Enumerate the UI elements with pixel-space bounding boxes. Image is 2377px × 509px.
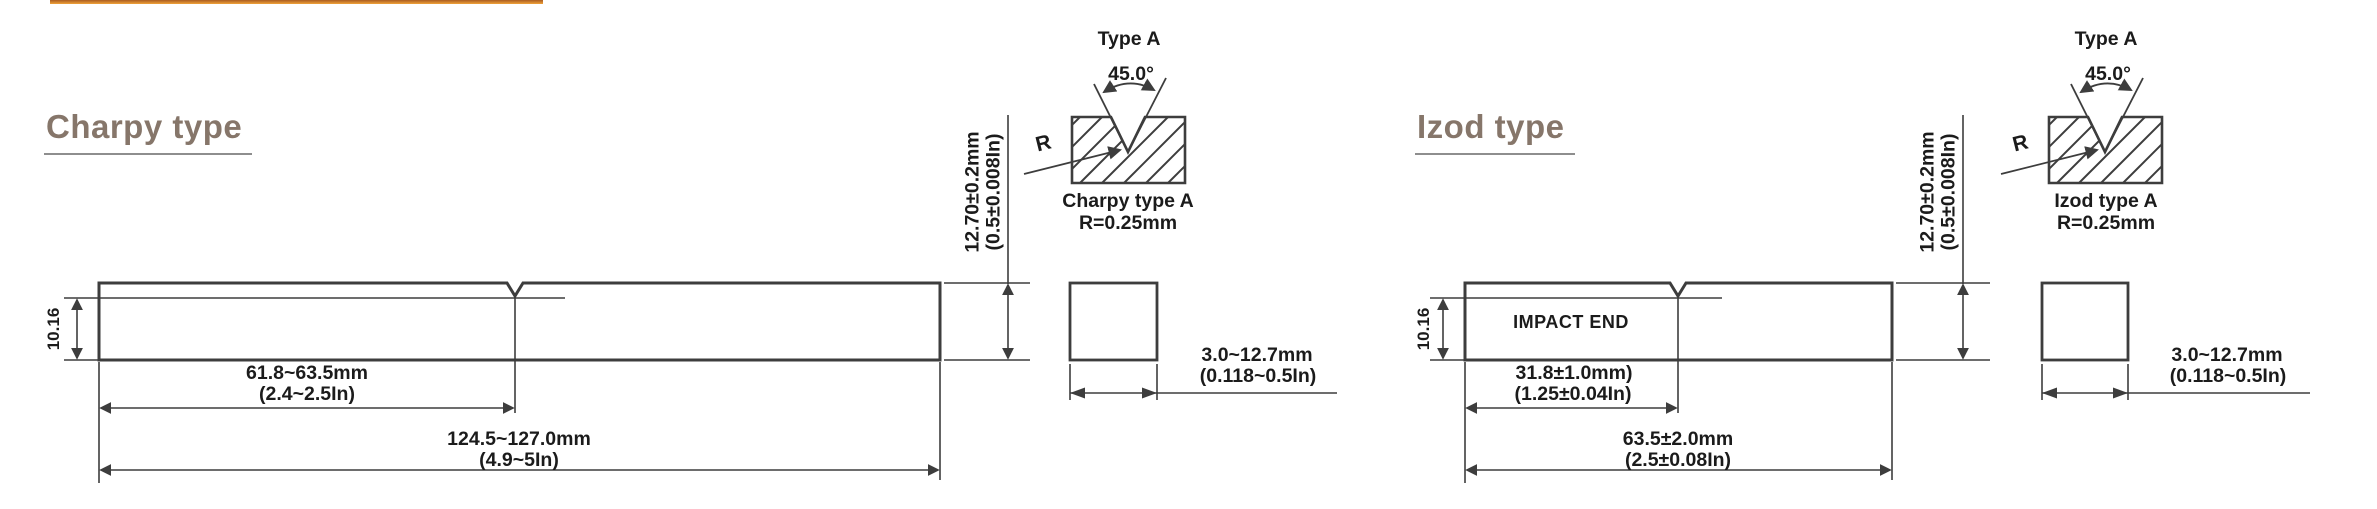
charpy-height-mm: 12.70±0.2mm [961, 131, 984, 253]
accent-top-rule [50, 0, 543, 4]
charpy-depth-label: 10.16 [43, 307, 63, 351]
izod-length-mm: 63.5±2.0mm [1622, 428, 1734, 450]
izod-cross-section-outline [2040, 281, 2130, 362]
charpy-cs-width-mm: 3.0~12.7mm [1201, 344, 1313, 366]
charpy-notch-type-title: Type A [1097, 28, 1161, 50]
izod-height-in: (0.5±0.008In) [1937, 133, 1959, 251]
izod-cs-arrow-right [2113, 387, 2128, 399]
izod-notch-type-title: Type A [2074, 28, 2138, 50]
charpy-notch-dist-mm: 61.8~63.5mm [246, 362, 368, 384]
izod-notch-dist-mm: 31.8±1.0mm) [1515, 362, 1633, 384]
izod-cs-width-in: (0.118~0.5In) [2169, 365, 2287, 387]
charpy-notch-caption2: R=0.25mm [1078, 212, 1178, 234]
charpy-radius-leader [1023, 146, 1122, 175]
charpy-notch-angle: 45.0° [1108, 63, 1154, 85]
izod-impact-end-label: IMPACT END [1513, 312, 1629, 332]
charpy-notch-caption1: Charpy type A [1062, 190, 1194, 212]
izod-notch-dist-in: (1.25±0.04In) [1514, 383, 1632, 405]
izod-angle-arc [2079, 78, 2133, 94]
izod-radius-leader [2000, 146, 2099, 175]
izod-notch-angle: 45.0° [2085, 63, 2131, 85]
izod-length-in: (2.5±0.08In) [1624, 449, 1732, 471]
izod-notch-caption1: Izod type A [2054, 190, 2158, 212]
charpy-heading: Charpy type [44, 108, 253, 155]
charpy-height-label: 12.70±0.2mm (0.5±0.008In) [961, 131, 1004, 253]
izod-height-label: 12.70±0.2mm (0.5±0.008In) [1916, 131, 1959, 253]
charpy-angle-line-left [1093, 83, 1129, 153]
izod-angle-line-right [2104, 77, 2144, 153]
charpy-angle-arc [1102, 78, 1156, 94]
charpy-cs-arrow-right [1142, 387, 1157, 399]
charpy-cs-width-in: (0.118~0.5In) [1199, 365, 1317, 387]
charpy-angle-line-right [1127, 77, 1167, 153]
charpy-notch-dist-in: (2.4~2.5In) [259, 383, 355, 405]
izod-heading: Izod type [1415, 108, 1575, 155]
charpy-cross-section-outline [1068, 281, 1159, 362]
izod-height-mm: 12.70±0.2mm [1916, 131, 1939, 253]
izod-cs-arrow-left [2042, 387, 2057, 399]
izod-cs-width-mm: 3.0~12.7mm [2171, 344, 2283, 366]
charpy-length-mm: 124.5~127.0mm [447, 428, 591, 450]
charpy-length-in: (4.9~5In) [479, 449, 559, 471]
izod-notch-caption2: R=0.25mm [2056, 212, 2156, 234]
izod-angle-line-left [2070, 83, 2106, 153]
charpy-height-in: (0.5±0.008In) [982, 133, 1004, 251]
charpy-bar-outline [97, 281, 942, 362]
charpy-cs-arrow-left [1070, 387, 1085, 399]
izod-depth-label: 10.16 [1413, 307, 1433, 351]
